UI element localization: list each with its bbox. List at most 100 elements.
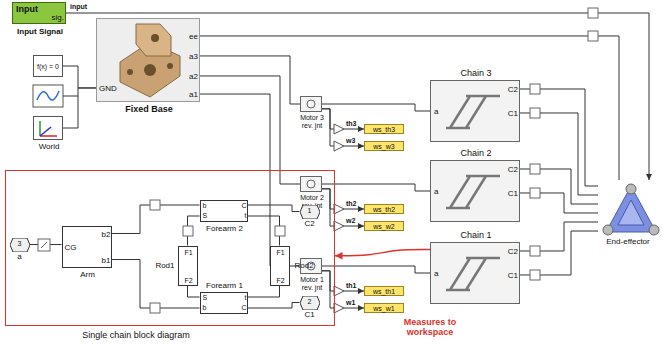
node-label: F1: [276, 249, 284, 257]
node-label: b: [203, 304, 207, 312]
rod-block: F1F2Rod1: [178, 246, 198, 286]
node-label: F1: [184, 249, 192, 257]
joint-icon: [38, 239, 50, 251]
chain-background: [431, 81, 519, 141]
linkage-drawing: [446, 96, 500, 128]
inset-frame: Single chain block diagram3aCGb2b1ArmbCS…: [5, 170, 335, 326]
node-label: Chain 3: [460, 69, 491, 79]
node-label: Chain 1: [460, 231, 491, 241]
world-frame-icon: [40, 135, 57, 137]
joint-icon: [150, 200, 160, 210]
world-frame-icon: [40, 127, 51, 136]
fixed-base-picture: [97, 19, 199, 101]
connection-line: [63, 88, 96, 128]
node-label: Input: [16, 5, 38, 15]
connection-line: [520, 89, 598, 186]
fixed-base-picture: [97, 19, 199, 101]
joint-icon: [150, 303, 160, 313]
node-label: C1: [304, 311, 314, 320]
node-label: GND: [99, 85, 117, 94]
motor-joint-block: Motor 2 rev. jnt: [300, 176, 322, 192]
node-label: a: [17, 253, 21, 262]
connection-line: [200, 76, 300, 184]
signal-name: input: [70, 3, 87, 11]
transform-sensor-icon: [530, 164, 540, 174]
node-label: World: [39, 143, 60, 152]
goto-block: ws_th2: [364, 204, 404, 214]
motor-symbol: [307, 100, 315, 108]
motor-symbol: [307, 180, 315, 188]
node-label: Input Signal: [17, 28, 63, 37]
callout-arrow: [335, 249, 430, 255]
node-label: Rod1: [155, 262, 174, 271]
signal-name: w3: [346, 137, 355, 145]
transform-sensor-icon: [530, 108, 540, 118]
world-frame-icon: [39, 121, 41, 136]
connection-line: [322, 109, 364, 146]
connection-line: [322, 271, 364, 291]
signal-name: w2: [346, 217, 355, 225]
node-label: ws_w1: [373, 305, 394, 313]
annotation-note: Measures to workspace: [394, 318, 466, 338]
end-effector-picture: [649, 225, 659, 235]
goto-block: ws_w3: [364, 141, 404, 151]
node-label: 1: [308, 207, 312, 215]
port-block: 3a: [10, 238, 30, 264]
mechanism-config-block: [63, 96, 78, 97]
port-block: 1C2: [300, 205, 320, 231]
connection-line: [200, 36, 619, 180]
gain-symbol: [334, 221, 344, 231]
node-label: C1: [508, 190, 518, 199]
joint-icon: [41, 242, 47, 248]
mechanism-config-block: [37, 91, 59, 100]
end-effector-picture: [618, 200, 644, 225]
connection-line: [248, 205, 300, 212]
node-label: Motor 3 rev. jnt: [295, 114, 329, 129]
mechanism-config-block: [33, 85, 63, 107]
repeated-parts: [301, 81, 540, 313]
transform-sensor-icon: [530, 270, 540, 280]
connection-line: [188, 286, 200, 298]
node-label: a1: [189, 91, 198, 100]
fixed-base-block: GNDeea3a2a1Fixed Base: [96, 18, 200, 102]
node-label: ws_th1: [373, 288, 395, 296]
node-label: t: [245, 294, 247, 302]
inset-caption: Single chain block diagram: [82, 331, 190, 341]
connection-line: [66, 13, 649, 180]
signal-name: w1: [346, 299, 355, 307]
node-label: b1: [102, 257, 111, 266]
joint-icon: [275, 226, 285, 236]
connection-line: [322, 104, 430, 111]
node-label: F2: [184, 277, 192, 285]
goto-block: ws_w1: [364, 303, 404, 313]
connection-line: [63, 66, 96, 88]
transform-sensor-icon: [588, 8, 598, 41]
goto-block: ws_th3: [364, 124, 404, 134]
node-label: Chain 2: [460, 149, 491, 159]
connection-line: [322, 189, 364, 226]
fixed-base-picture: [127, 69, 133, 75]
node-label: a: [434, 270, 438, 279]
solver-config-block: f(x) = 0: [33, 55, 63, 77]
fixed-base-picture: [136, 24, 171, 56]
forearm-block: Forearm 1StbC: [200, 292, 248, 314]
node-label: f(x) = 0: [37, 63, 59, 71]
port-block: 2C1: [300, 296, 320, 322]
connection-line: [200, 56, 300, 104]
connection-line: [322, 109, 364, 129]
node-label: End-effector: [606, 238, 649, 247]
node-label: b: [203, 202, 207, 210]
motor-background: [301, 97, 321, 111]
connection-line: [200, 94, 300, 266]
node-label: F2: [276, 277, 284, 285]
connection-line: [248, 286, 280, 298]
connection-line: [322, 271, 364, 308]
linkage-drawing: [446, 176, 500, 208]
node-label: a2: [189, 73, 198, 82]
end-effector-picture: [626, 184, 636, 194]
end-effector-block: End-effector: [598, 180, 658, 236]
node-label: 2: [308, 298, 312, 306]
chain-subsystem: Chain 2aC2C1: [430, 160, 520, 222]
